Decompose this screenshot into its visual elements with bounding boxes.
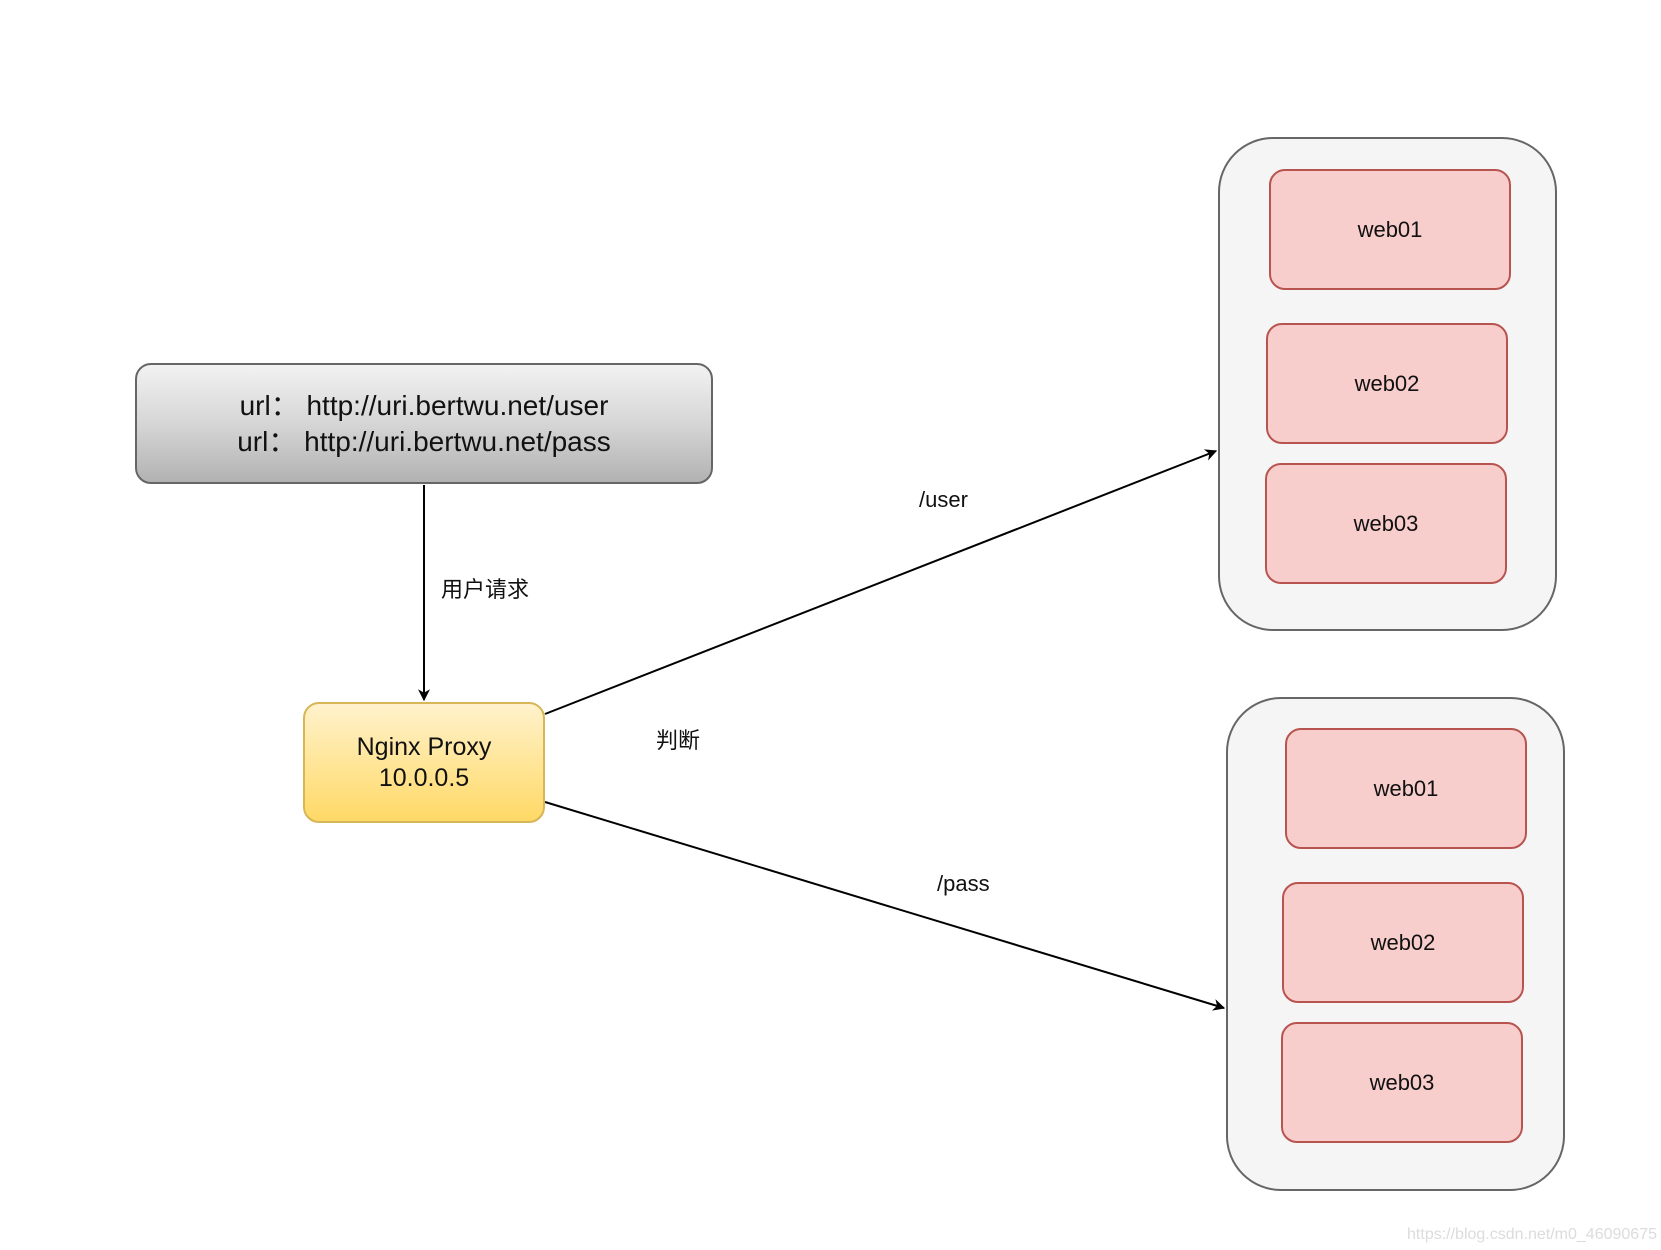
request-url-user: url： http://uri.bertwu.net/user (239, 389, 609, 421)
edge-proxy-to-user-group (544, 449, 1218, 715)
edge-label-pass: /pass (937, 871, 990, 896)
pass-group-web03: web03 (1281, 1022, 1523, 1143)
pass-group-web02: web02 (1282, 882, 1524, 1003)
edge-proxy-to-pass-group (544, 801, 1226, 1011)
proxy-ip: 10.0.0.5 (378, 763, 470, 792)
pass-group-web01: web01 (1285, 728, 1527, 849)
user-group-web02: web02 (1266, 323, 1508, 444)
user-group-web03: web03 (1265, 463, 1507, 584)
request-url-pass: url： http://uri.bertwu.net/pass (237, 425, 611, 457)
request-url-node: url： http://uri.bertwu.net/user url： htt… (135, 363, 713, 484)
edge-label-user: /user (919, 487, 968, 512)
proxy-name: Nginx Proxy (356, 732, 492, 761)
user-group-web01: web01 (1269, 169, 1511, 290)
edge-label-request: 用户请求 (441, 577, 530, 602)
nginx-proxy-node: Nginx Proxy 10.0.0.5 (303, 702, 545, 823)
watermark: https://blog.csdn.net/m0_46090675 (1407, 1226, 1657, 1243)
edge-label-decide: 判断 (656, 728, 701, 753)
